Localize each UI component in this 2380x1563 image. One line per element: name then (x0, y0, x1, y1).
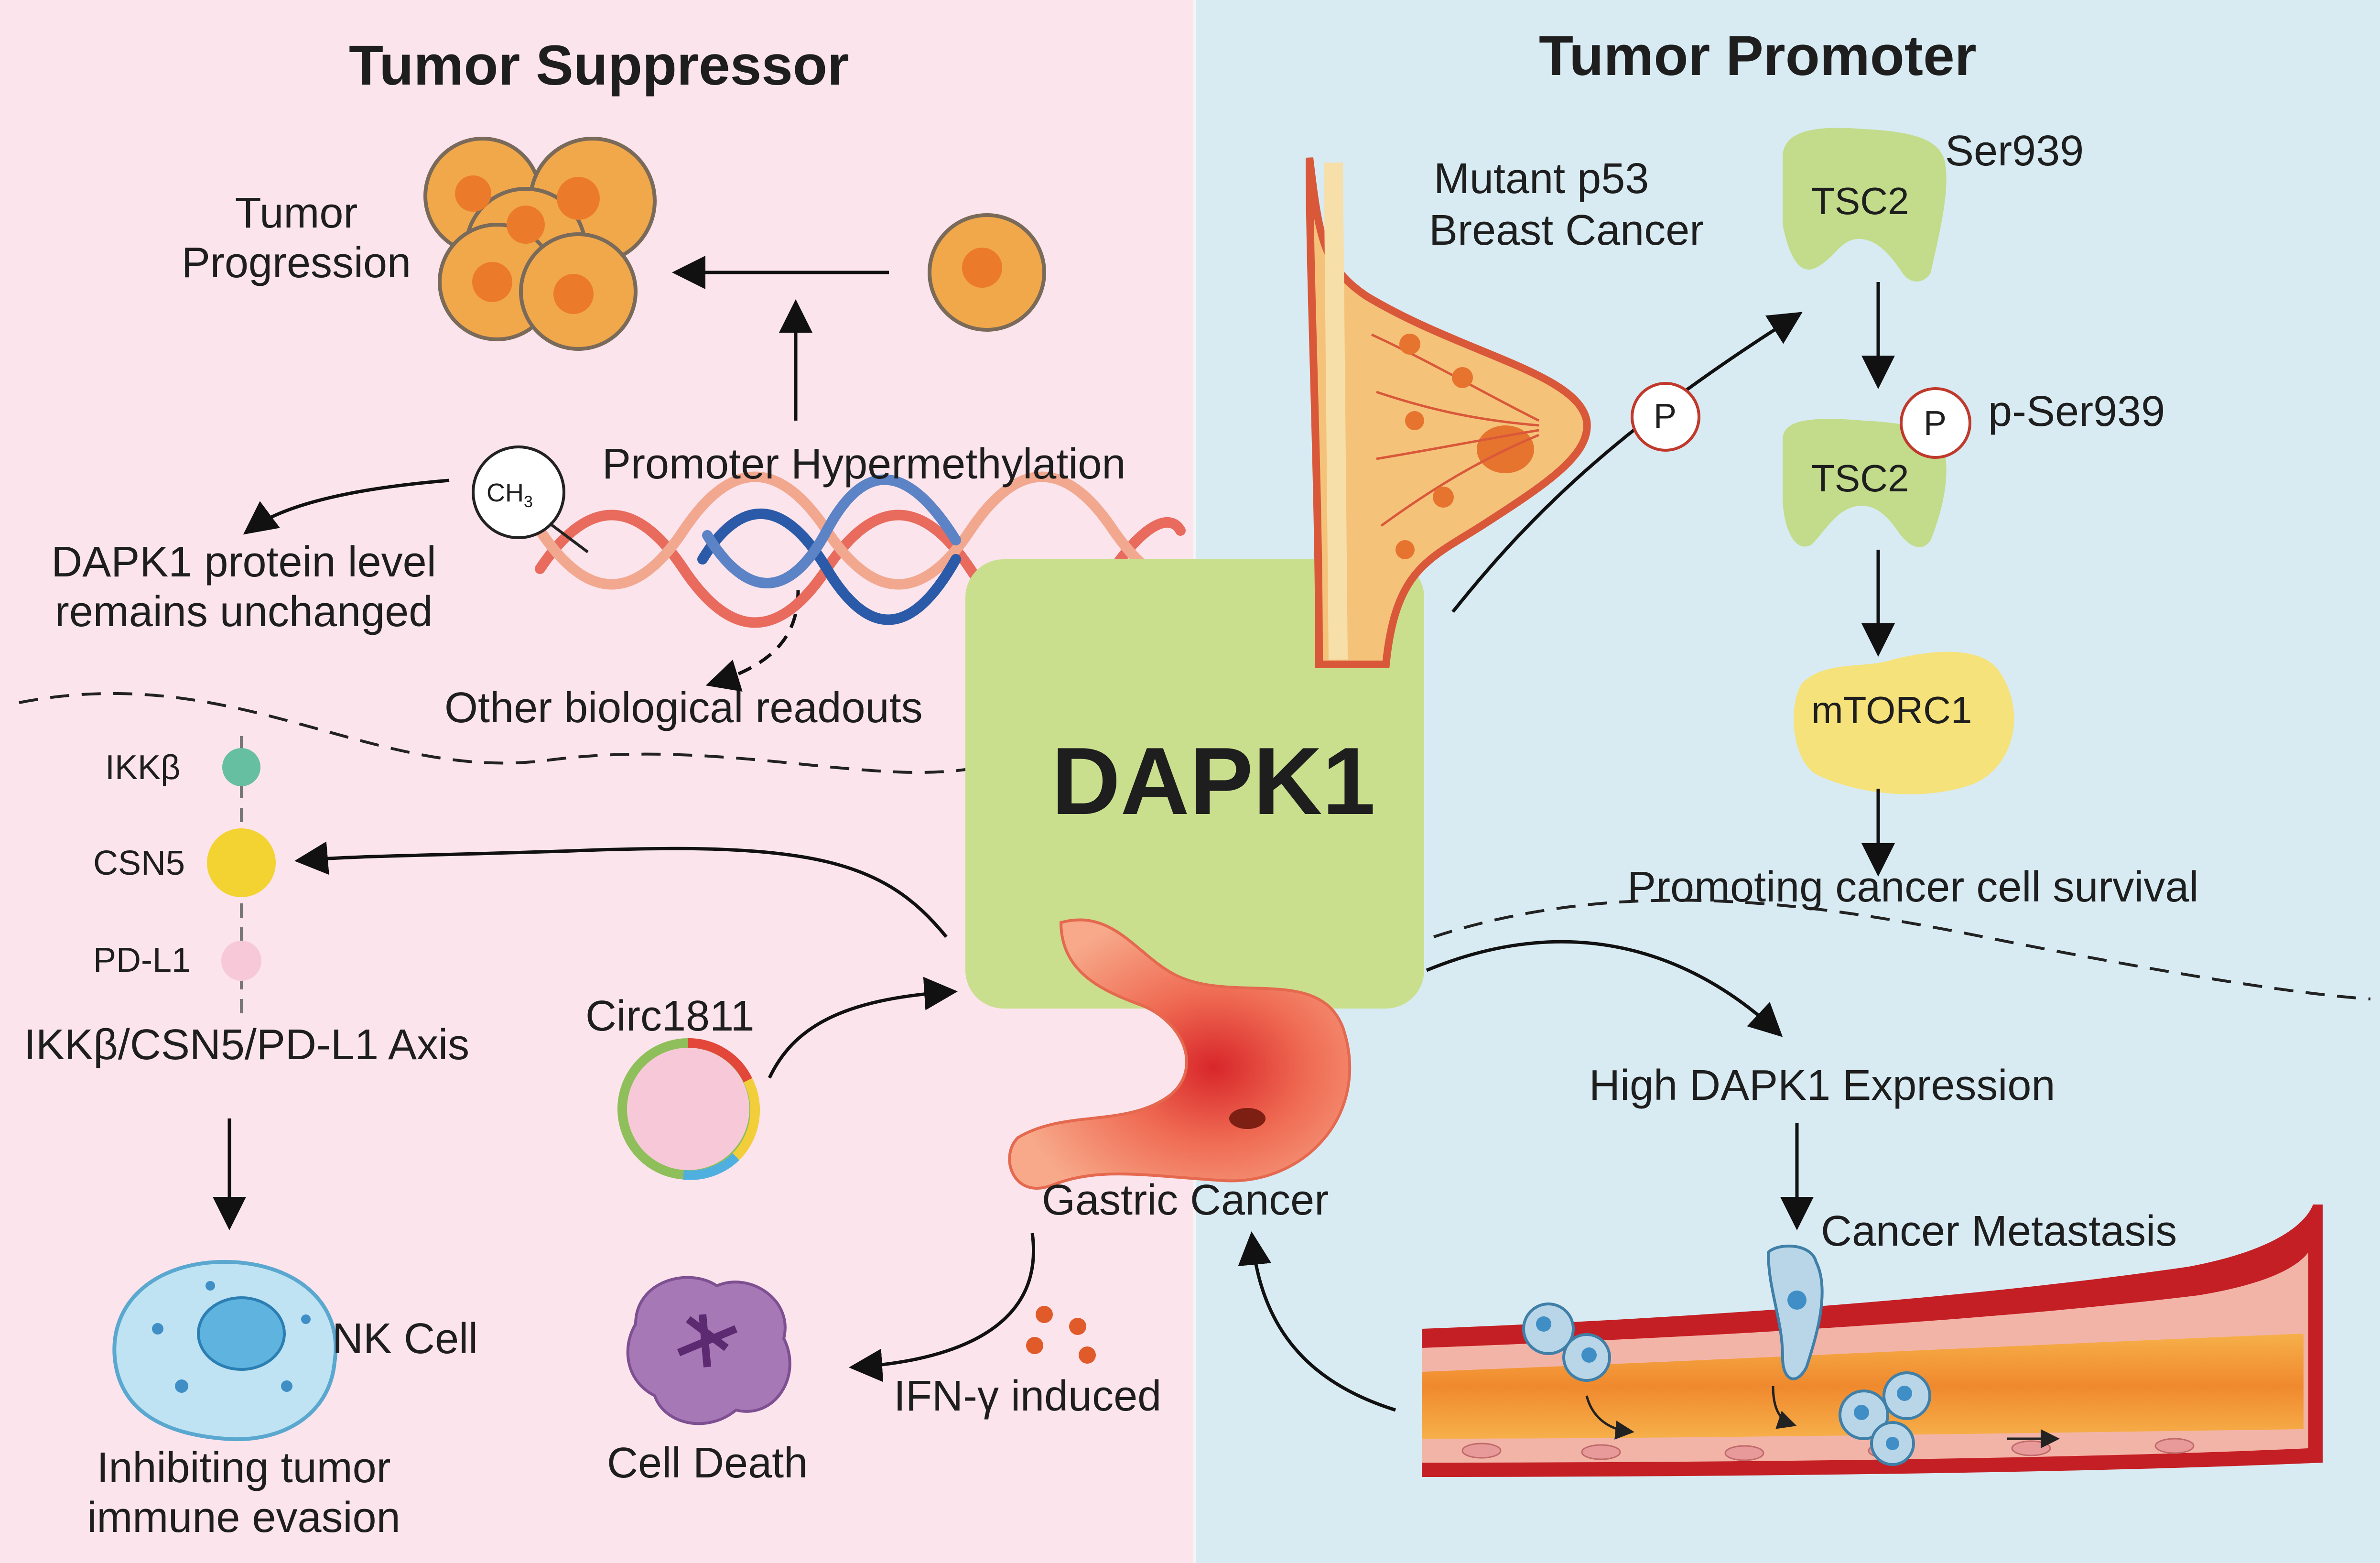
tsc2-label-2: TSC2 (1811, 457, 1909, 499)
methyl-group-label: CH3 (487, 478, 533, 511)
right-divider (1433, 899, 2371, 1000)
left-divider (19, 692, 966, 774)
blood-vessel-icon (1422, 1205, 2323, 1477)
ikkb-icon (222, 748, 260, 786)
suppressor-title: Tumor Suppressor (349, 34, 849, 97)
tumor-progression-label: Tumor Progression (181, 189, 411, 287)
ikkb-label: IKKβ (105, 749, 181, 787)
tsc2-shape-1 (1783, 128, 1947, 282)
dapk1-box (965, 559, 1424, 1009)
phospho-circle-1 (1631, 382, 1700, 452)
circ1811-label: Circ1811 (585, 992, 755, 1040)
ifn-label: IFN-γ induced (894, 1372, 1162, 1420)
phospho-label-1: P (1654, 397, 1677, 435)
circ1811-icon (617, 1038, 760, 1180)
metastatic-nuclei-icon (1536, 1291, 1912, 1450)
arrow-to-gastric (1238, 1231, 1396, 1412)
protein-level-label: DAPK1 protein level remains unchanged (51, 538, 436, 636)
promoter-title: Tumor Promoter (1539, 24, 1977, 87)
survival-label: Promoting cancer cell survival (1627, 863, 2199, 911)
p-ser939-label: p-Ser939 (1988, 388, 2165, 435)
arrow-to-csn5 (294, 841, 948, 938)
pdl1-icon (221, 941, 261, 981)
arrow-to-readouts (705, 590, 800, 692)
tsc2-label-1: TSC2 (1811, 180, 1909, 222)
arrow-to-cell-death (849, 1233, 1035, 1382)
dapk1-label: DAPK1 (1051, 728, 1375, 835)
phospho-label-2: P (1924, 404, 1947, 443)
promoter-hypermethylation-label: Promoter Hypermethylation (602, 440, 1126, 488)
tumor-cell-icon (928, 213, 1046, 332)
tsc2-shape-2 (1783, 419, 1947, 547)
csn5-label: CSN5 (93, 844, 185, 882)
mtorc1-shape (1794, 651, 2014, 794)
arrow-to-high-expression (1426, 940, 1783, 1037)
breast-icon (1306, 157, 1591, 668)
phospho-circle-2 (1900, 387, 1971, 459)
stomach-icon (1008, 918, 1352, 1190)
arrow-to-tsc2 (1451, 312, 1803, 613)
ser939-label: Ser939 (1945, 127, 2084, 175)
other-readouts-label: Other biological readouts (444, 684, 923, 732)
csn5-icon (207, 828, 276, 897)
methyl-group-icon (472, 445, 589, 554)
tumor-cluster-icon (423, 137, 657, 351)
immune-evasion-label: Inhibiting tumor immune evasion (87, 1444, 400, 1541)
cell-death-label: Cell Death (607, 1439, 808, 1487)
high-expression-label: High DAPK1 Expression (1589, 1062, 2055, 1109)
gastric-cancer-label: Gastric Cancer (1042, 1176, 1329, 1224)
nk-cell-icon (112, 1259, 338, 1442)
mtorc1-label: mTORC1 (1811, 689, 1972, 731)
axis-label: IKKβ/CSN5/PD-L1 Axis (24, 1021, 470, 1069)
ifn-dots-icon (1026, 1306, 1096, 1364)
breast-cancer-label: Mutant p53 Breast Cancer (1429, 155, 1704, 254)
arrow-circ-to-dapk1 (768, 977, 958, 1079)
arrow-to-protein-level (243, 478, 450, 535)
nk-cell-label: NK Cell (332, 1315, 478, 1363)
dead-cell-icon (626, 1276, 791, 1425)
pdl1-label: PD-L1 (93, 941, 191, 979)
metastasis-label: Cancer Metastasis (1821, 1207, 2177, 1255)
